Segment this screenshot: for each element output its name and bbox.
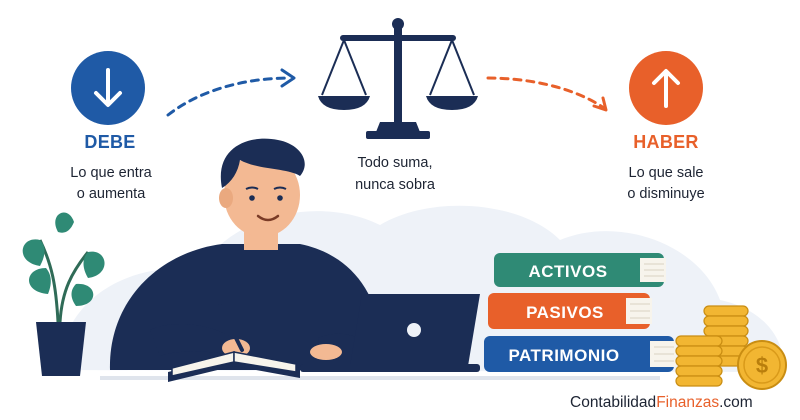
balance-line-2: nunca sobra (355, 177, 435, 193)
arrow-up-icon (629, 51, 703, 125)
brand-part-2: Finanzas (656, 394, 720, 411)
book-stack: ACTIVOS PASIVOS PATRIMONIO (484, 253, 676, 372)
haber-line-1: Lo que sale (628, 165, 704, 181)
person-illustration (109, 138, 381, 370)
book-activos: ACTIVOS (494, 253, 666, 287)
scale-icon (318, 18, 478, 139)
dashed-arrow-left (166, 68, 296, 117)
book-pasivos: PASIVOS (488, 293, 652, 329)
brand-footer: ContabilidadFinanzas.com (570, 394, 753, 412)
notebook-icon (168, 351, 300, 382)
book-label-patrimonio: PATRIMONIO (508, 346, 619, 365)
debe-title: DEBE (84, 132, 136, 152)
debe-description: Lo que entra o aumenta (46, 163, 176, 205)
book-label-pasivos: PASIVOS (526, 303, 604, 322)
balance-description: Todo suma, nunca sobra (325, 152, 465, 196)
haber-title: HABER (633, 132, 699, 152)
coin-symbol: $ (756, 353, 768, 378)
laptop-icon (300, 294, 480, 372)
dollar-coin-icon: $ (737, 340, 787, 390)
book-patrimonio: PATRIMONIO (484, 336, 676, 372)
brand-part-1: Contabilidad (570, 394, 657, 411)
debe-line-2: o aumenta (76, 186, 146, 202)
haber-description: Lo que sale o disminuye (604, 163, 728, 205)
coin-stacks (675, 305, 749, 387)
arrow-down-icon (71, 51, 145, 125)
book-label-activos: ACTIVOS (528, 262, 607, 281)
plant-icon (22, 212, 105, 376)
desk (100, 376, 660, 380)
balance-line-1: Todo suma, (357, 155, 433, 171)
dashed-arrow-right (486, 76, 608, 112)
haber-line-2: o disminuye (627, 186, 705, 202)
brand-part-3: .com (719, 394, 753, 411)
debe-line-1: Lo que entra (70, 165, 152, 181)
